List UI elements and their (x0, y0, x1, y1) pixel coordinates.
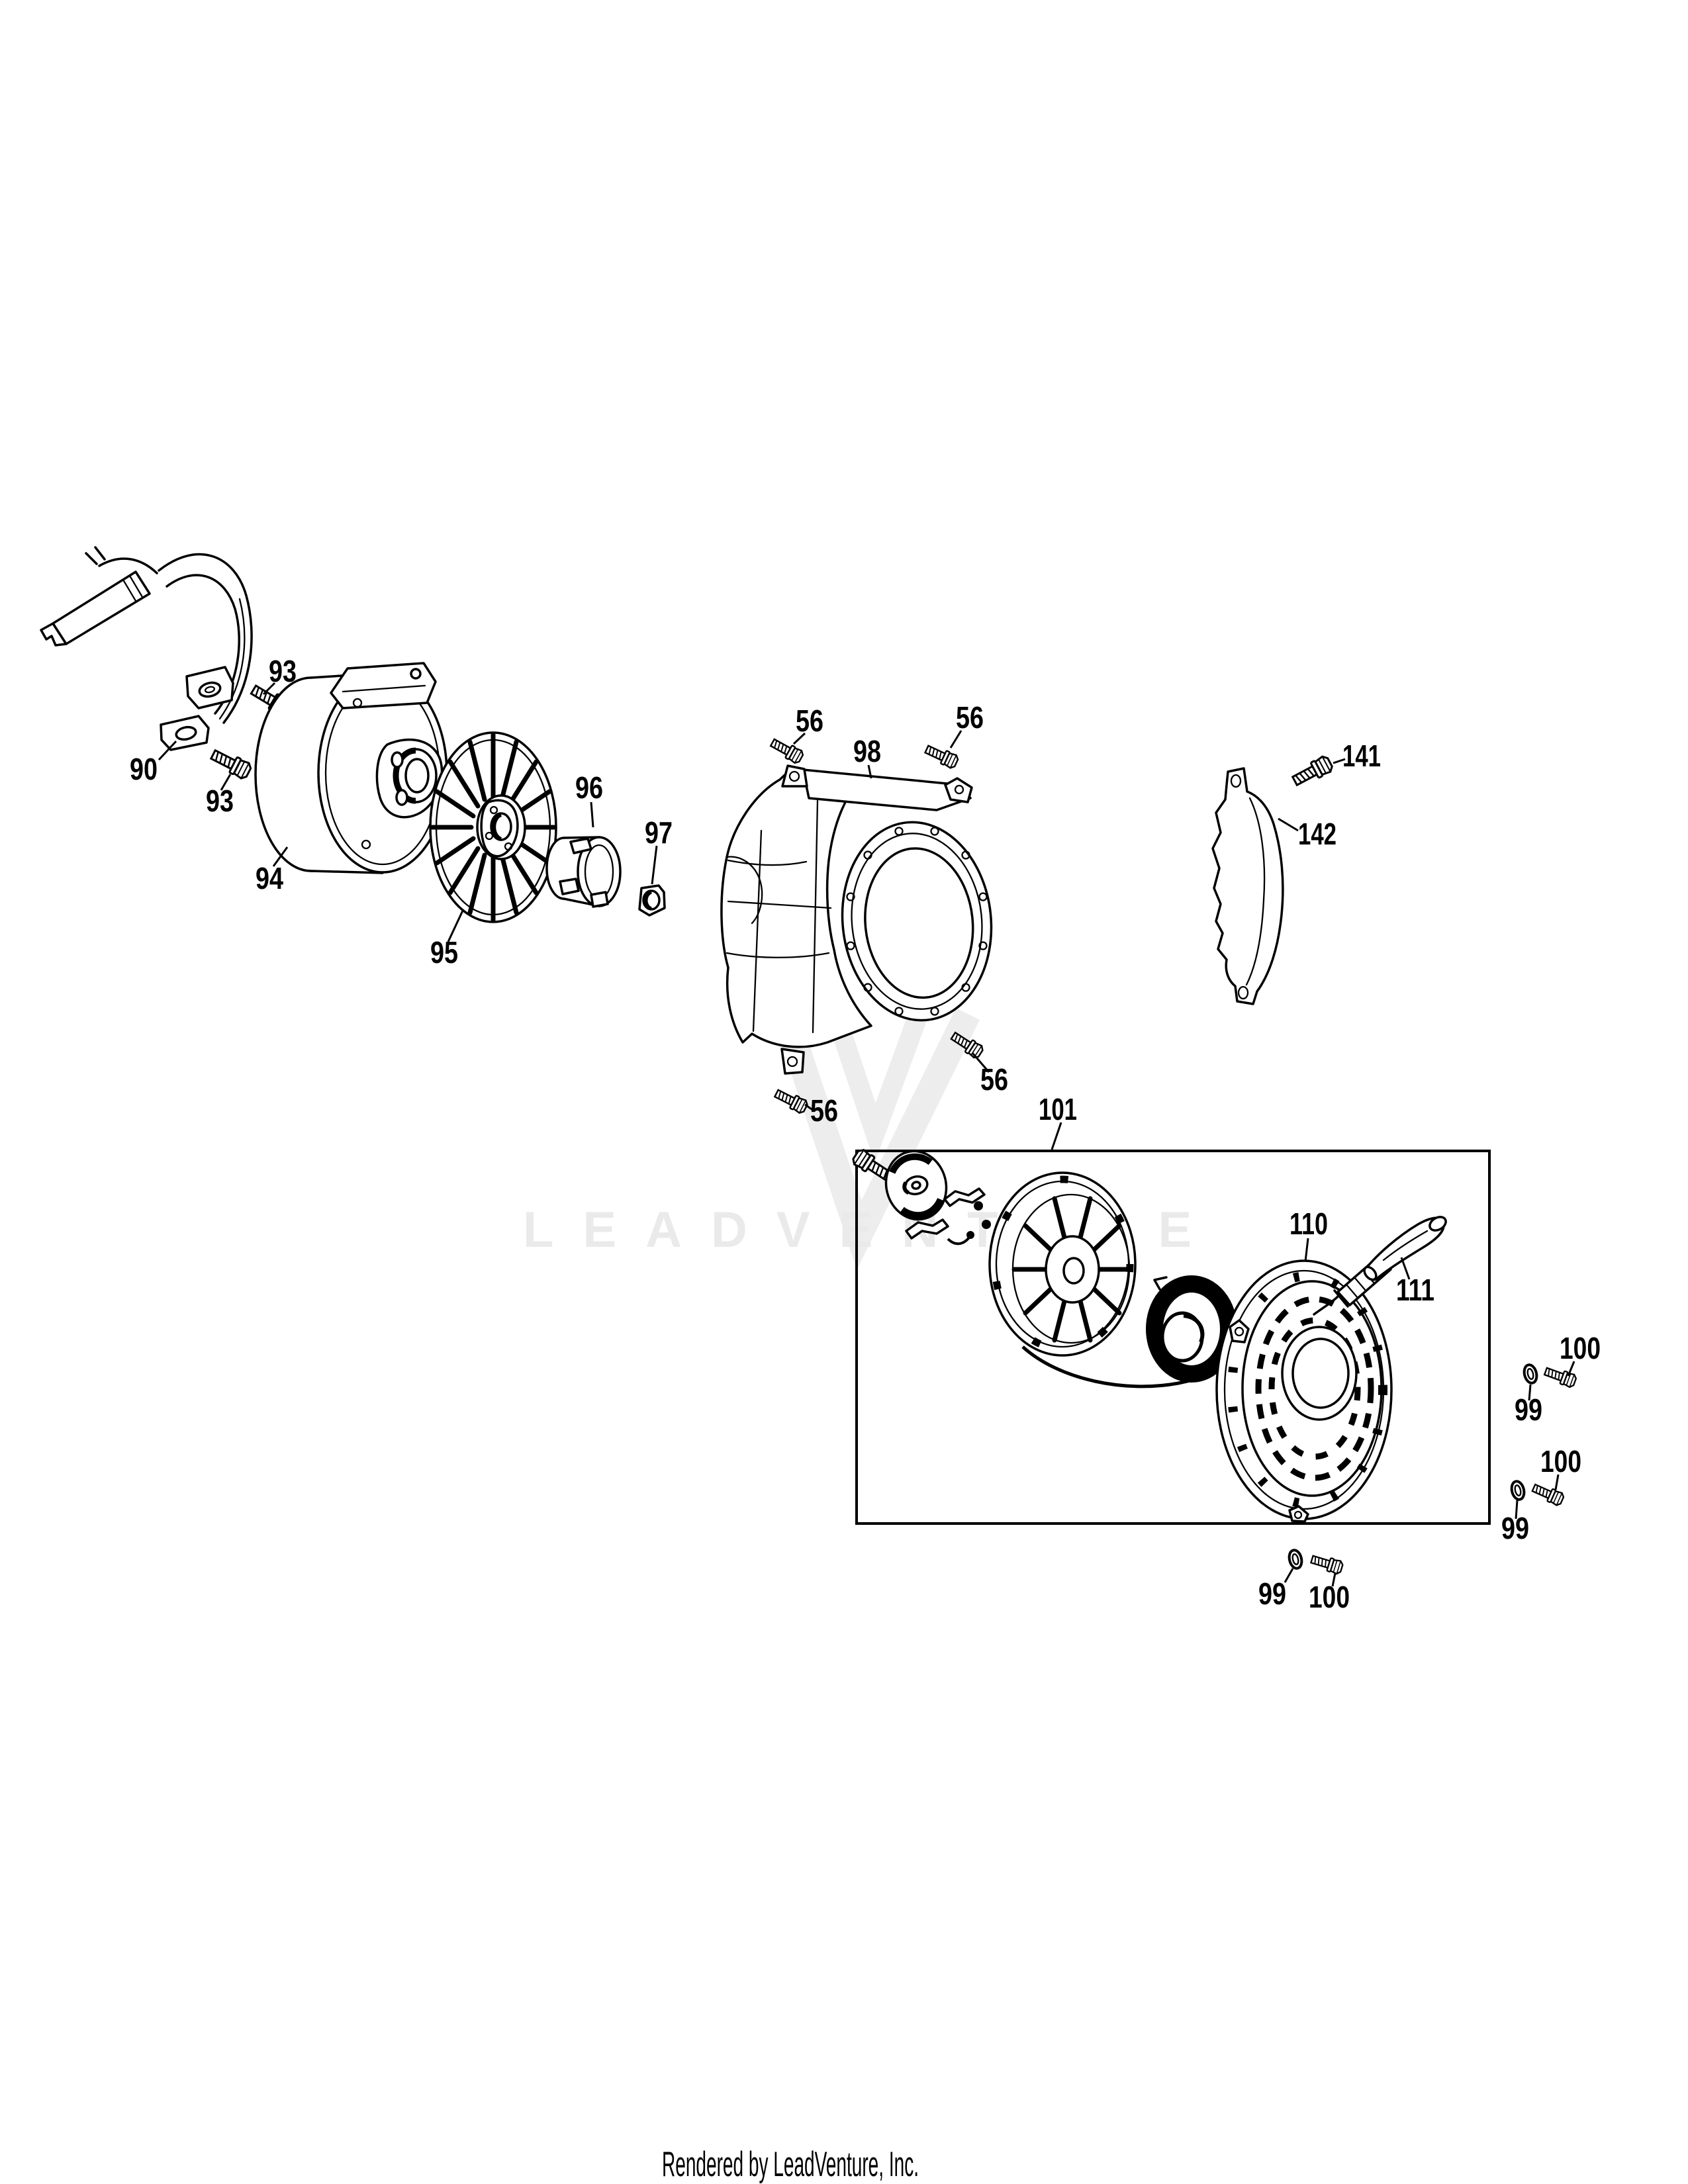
blower-housing-drawing (720, 764, 993, 1075)
screw-100-bottom (1309, 1552, 1344, 1576)
callout-97: 97 (645, 815, 673, 850)
pawl-spring-1 (974, 1201, 983, 1210)
callout-94: 94 (256, 861, 283, 895)
callout-99a: 99 (1515, 1392, 1542, 1427)
callout-96: 96 (575, 770, 603, 805)
callout-56a: 56 (796, 704, 823, 738)
recoil-assembly-box (855, 1150, 1491, 1525)
flange-bolt-holes (846, 827, 988, 1016)
callout-99b: 99 (1501, 1511, 1529, 1545)
callout-100a: 100 (1560, 1331, 1601, 1365)
callout-99c: 99 (1258, 1576, 1286, 1611)
callout-111: 111 (1396, 1273, 1434, 1307)
flywheel-drawing (254, 662, 448, 874)
bolt-141 (1289, 753, 1335, 790)
starter-cup-drawing (545, 836, 622, 908)
callout-100b: 100 (1540, 1444, 1581, 1479)
heat-shield-drawing (1211, 767, 1284, 1005)
screw-56-top-right (923, 742, 961, 770)
callout-90: 90 (130, 752, 158, 786)
callout-labels: 90 93 93 94 95 96 97 98 56 56 56 56 141 … (130, 654, 1601, 1614)
flywheel-fan-drawing (429, 731, 557, 923)
callout-142: 142 (1298, 817, 1336, 851)
starter-pawl-2 (905, 1218, 949, 1240)
callout-56d: 56 (980, 1062, 1008, 1097)
screw-56-top-left (768, 735, 806, 766)
starter-housing-drawing (1215, 1259, 1393, 1523)
screw-100-right-2 (1530, 1480, 1566, 1508)
leader-lines (158, 682, 1575, 1587)
ratchet-retainer-drawing (884, 1150, 948, 1221)
callout-110: 110 (1289, 1206, 1328, 1241)
starter-handle-drawing (1313, 1216, 1447, 1316)
pawl-spring-2 (982, 1220, 991, 1229)
recoil-assembly-contents (850, 1146, 1447, 1523)
starter-pawl-1 (943, 1187, 986, 1207)
recoil-spring-drawing (1146, 1275, 1237, 1383)
ignition-armature-drawing (40, 546, 253, 751)
callout-93a: 93 (269, 654, 297, 688)
callout-100c: 100 (1309, 1580, 1350, 1614)
washer-99-right-2 (1508, 1479, 1528, 1502)
washer-99-right-1 (1521, 1362, 1540, 1386)
callout-93b: 93 (206, 784, 234, 818)
pawl-return-spring (947, 1236, 970, 1246)
callout-98: 98 (853, 734, 881, 768)
callout-56b: 56 (956, 700, 984, 735)
starter-rope (1021, 1345, 1234, 1388)
callout-95: 95 (430, 935, 458, 970)
flange-nut-drawing (638, 884, 666, 917)
callout-141: 141 (1342, 739, 1381, 773)
callout-56c: 56 (810, 1093, 838, 1128)
washer-99-bottom (1286, 1547, 1305, 1571)
footer-credit: Rendered by LeadVenture, Inc. (662, 2145, 919, 2184)
rope-pulley-drawing (988, 1171, 1137, 1357)
callout-101: 101 (1039, 1092, 1077, 1126)
watermark-logo-mark (773, 1008, 980, 1270)
